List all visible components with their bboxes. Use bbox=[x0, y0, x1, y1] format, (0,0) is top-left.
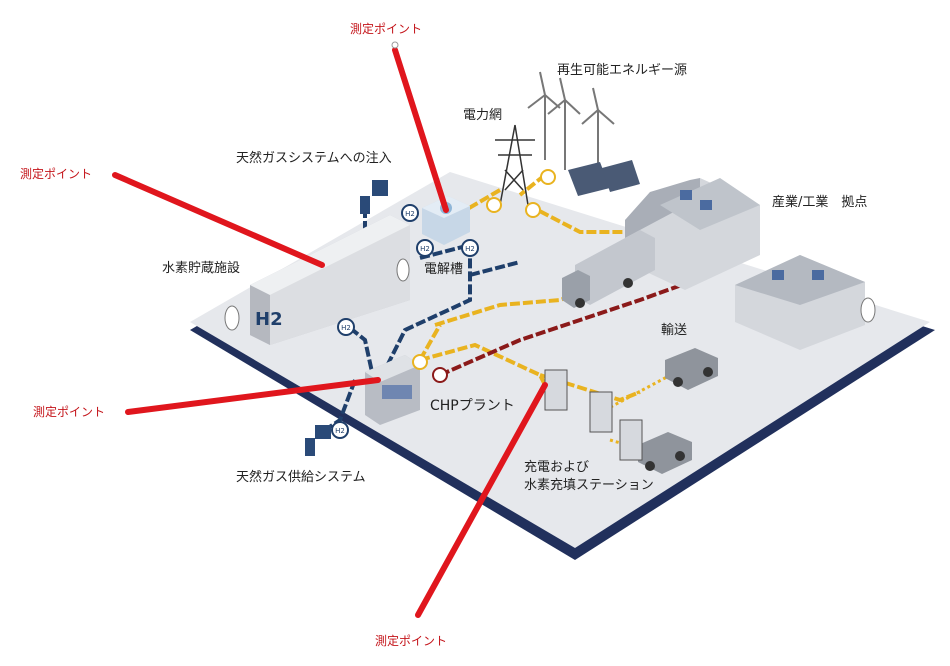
solar-panels bbox=[568, 160, 640, 196]
label-gas-supply: 天然ガス供給システム bbox=[236, 470, 366, 485]
heat-pipeline bbox=[439, 280, 691, 377]
label-chp: CHPプラント bbox=[430, 398, 515, 414]
valve-bottom bbox=[305, 425, 331, 456]
charging-stations bbox=[544, 369, 643, 461]
h2-badge-0 bbox=[401, 204, 419, 222]
measurement-label-bottom: 測定ポイント bbox=[375, 634, 448, 648]
chp-plant bbox=[365, 355, 420, 425]
factory bbox=[625, 178, 760, 290]
label-transport: 輸送 bbox=[661, 323, 688, 338]
platform bbox=[190, 172, 935, 560]
trees bbox=[224, 258, 876, 331]
h2-badge-4 bbox=[331, 421, 349, 439]
heat-badge bbox=[432, 367, 448, 383]
power-badge-1 bbox=[525, 202, 541, 218]
label-station-line1: 充電および bbox=[524, 460, 590, 475]
tank-h2-text: H2 bbox=[255, 309, 283, 330]
h2-badge-text-2: H2 bbox=[465, 245, 475, 253]
label-grid: 電力網 bbox=[463, 108, 503, 123]
power-badge-0 bbox=[486, 197, 502, 213]
measure-line-chp bbox=[125, 377, 381, 415]
power-badge-2 bbox=[540, 169, 556, 185]
valve-top bbox=[360, 180, 388, 214]
h2-badge-text-0: H2 bbox=[405, 210, 415, 218]
h2-badge-1 bbox=[416, 239, 434, 257]
measurement-lines bbox=[112, 47, 548, 618]
warehouse bbox=[735, 255, 865, 350]
measure-line-electrolyzer bbox=[392, 47, 449, 213]
label-storage: 水素貯蔵施設 bbox=[162, 261, 241, 276]
power-badges bbox=[412, 169, 556, 370]
car-top bbox=[665, 348, 718, 390]
label-station-line2: 水素充填ステーション bbox=[524, 478, 654, 493]
truck bbox=[562, 230, 655, 308]
storage-tank: H2 bbox=[250, 215, 410, 345]
car-bottom bbox=[638, 432, 692, 474]
label-electrolyzer: 電解槽 bbox=[424, 262, 464, 277]
h2-badge-2 bbox=[461, 239, 479, 257]
wind-turbines bbox=[527, 71, 615, 175]
power-badge-3 bbox=[412, 354, 428, 370]
measurement-label-top: 測定ポイント bbox=[350, 22, 423, 36]
measurement-label-left-mid: 測定ポイント bbox=[33, 405, 106, 419]
grid-tower bbox=[495, 124, 535, 206]
h2-badge-text-4: H2 bbox=[335, 427, 345, 435]
label-industry: 産業/工業 拠点 bbox=[772, 195, 868, 210]
measurement-label-left-top: 測定ポイント bbox=[20, 167, 93, 181]
measure-line-storage bbox=[112, 172, 325, 268]
h2-badge-text-1: H2 bbox=[420, 245, 430, 253]
label-renewable: 再生可能エネルギー源 bbox=[557, 63, 688, 78]
h2-badge-text-3: H2 bbox=[341, 324, 351, 332]
h2-badge-3 bbox=[337, 318, 355, 336]
measure-line-station bbox=[415, 382, 548, 618]
label-gas-injection: 天然ガスシステムへの注入 bbox=[236, 151, 392, 166]
